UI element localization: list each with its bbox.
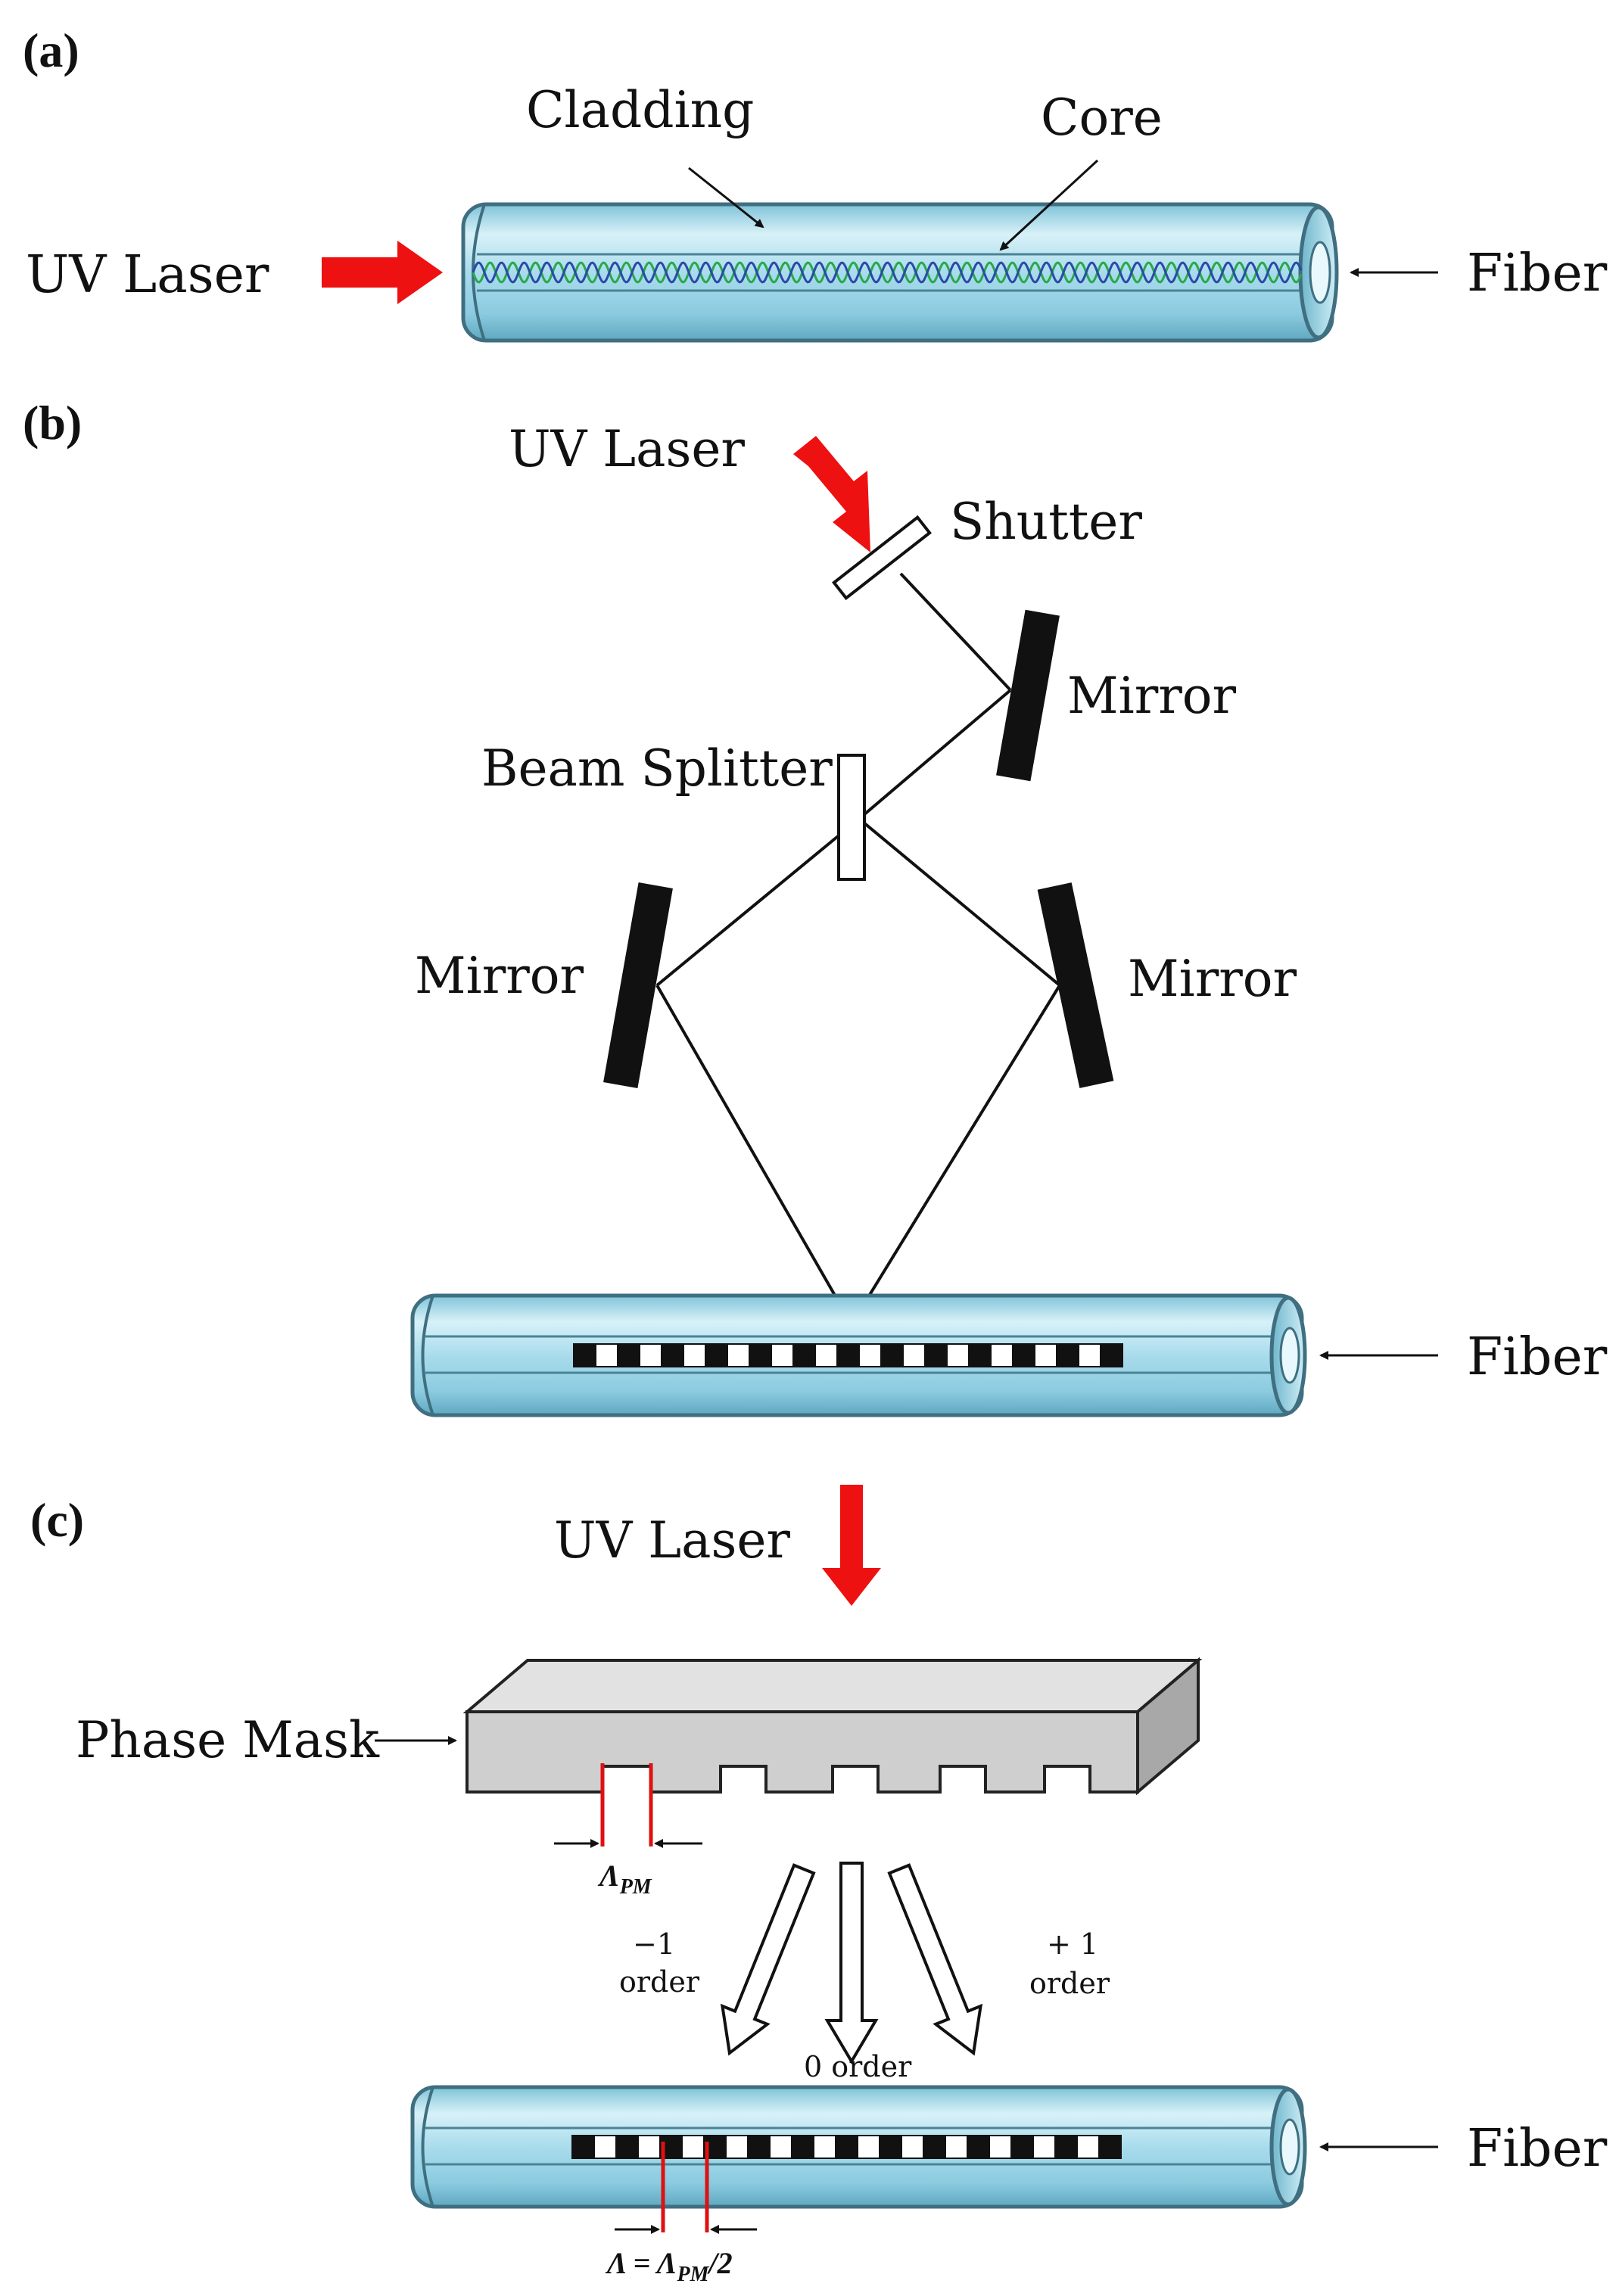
grating-segment	[615, 2135, 639, 2159]
grating-segment	[1078, 1343, 1101, 1367]
grating-segment	[902, 1343, 926, 1367]
panel-c-grating-period-main: Λ = Λ	[605, 2246, 677, 2280]
panel-a-core-label: Core	[1041, 89, 1163, 147]
grating-segment	[989, 2135, 1012, 2159]
panel-a-core-wave-green	[472, 261, 1303, 284]
panel-c-grating	[571, 2135, 1122, 2159]
panel-a-fiber	[461, 202, 1339, 343]
grating-segment	[880, 1343, 904, 1367]
panel-a-laser-arrow	[322, 241, 443, 304]
panel-b-beam-paths	[655, 572, 1061, 1326]
grating-segment	[990, 1343, 1014, 1367]
grating-segment	[1076, 2135, 1100, 2159]
panel-c-grating-period-label: Λ = ΛPM/2	[605, 2246, 733, 2286]
grating-segment	[595, 1343, 618, 1367]
panel-c-grating-period-sub: PM	[676, 2263, 709, 2286]
panel-b-mirror-right	[1037, 882, 1114, 1088]
grating-segment	[858, 1343, 882, 1367]
grating-segment	[617, 1343, 640, 1367]
panel-b-fiber-label: Fiber	[1467, 1327, 1608, 1387]
panel-b-mirror-right-label: Mirror	[1128, 950, 1297, 1008]
grating-segment	[1054, 2135, 1078, 2159]
panel-c-fiber-label: Fiber	[1467, 2119, 1608, 2179]
panel-b-label: (b)	[23, 396, 82, 450]
grating-segment	[857, 2135, 880, 2159]
grating-segment	[1032, 2135, 1056, 2159]
grating-segment	[1010, 2135, 1034, 2159]
grating-segment	[1034, 1343, 1057, 1367]
panel-b-uv-laser-label: UV Laser	[509, 420, 745, 478]
grating-segment	[769, 2135, 792, 2159]
grating-segment	[836, 1343, 860, 1367]
panel-c-laser-arrow	[822, 1485, 881, 1606]
grating-segment	[1100, 1343, 1123, 1367]
grating-segment	[749, 1343, 772, 1367]
panel-b-mirror-left-label: Mirror	[415, 947, 584, 1005]
grating-segment	[727, 1343, 750, 1367]
grating-segment	[967, 2135, 990, 2159]
grating-segment	[946, 1343, 970, 1367]
panel-b-shutter-label: Shutter	[950, 493, 1142, 551]
panel-a-core-wave-blue	[472, 261, 1303, 284]
panel-c-grating-period-tail: /2	[706, 2246, 732, 2280]
grating-segment	[771, 1343, 794, 1367]
panel-c-phase-mask-label: Phase Mask	[76, 1711, 380, 1769]
grating-segment	[1098, 2135, 1122, 2159]
grating-segment	[1056, 1343, 1079, 1367]
grating-segment	[639, 1343, 662, 1367]
panel-c-pm-period-symbol: Λ	[597, 1859, 620, 1893]
panel-c-diffraction-arrows	[720, 1862, 983, 2064]
grating-segment	[725, 2135, 749, 2159]
panel-b-grating	[573, 1343, 1123, 1367]
grating-segment	[813, 2135, 836, 2159]
panel-b-beam-splitter	[837, 754, 866, 881]
panel-c-label: (c)	[30, 1493, 84, 1547]
panel-c-zero-order-label: 0 order	[804, 2050, 912, 2083]
panel-a-cladding-label: Cladding	[526, 81, 754, 139]
panel-c-plus-one-label: + 1	[1047, 1927, 1098, 1961]
grating-segment	[637, 2135, 661, 2159]
panel-c-minus-one-order-label: order	[619, 1965, 700, 1999]
grating-segment	[593, 2135, 617, 2159]
panel-c-pm-period-marker	[554, 1763, 702, 1848]
panel-c-pm-period-label: ΛPM	[597, 1859, 652, 1899]
panel-b-mirror-top-label: Mirror	[1067, 667, 1237, 725]
panel-c-pm-period-sub: PM	[619, 1875, 652, 1899]
panel-a-uv-laser-label: UV Laser	[26, 245, 269, 305]
panel-c-minus-one-label: −1	[633, 1927, 675, 1961]
panel-b-beam-splitter-label: Beam Splitter	[481, 739, 833, 798]
panel-c-uv-laser-label: UV Laser	[554, 1511, 790, 1570]
grating-segment	[571, 2135, 595, 2159]
grating-segment	[814, 1343, 838, 1367]
grating-segment	[661, 1343, 684, 1367]
grating-segment	[924, 1343, 948, 1367]
panel-a-cladding-pointer	[688, 166, 764, 229]
panel-b-shutter	[832, 515, 932, 601]
panel-a-fiber-label: Fiber	[1467, 244, 1608, 303]
panel-c-phase-mask	[462, 1657, 1203, 1796]
panel-b-laser-arrow	[793, 436, 870, 552]
grating-segment	[1012, 1343, 1035, 1367]
grating-segment	[792, 1343, 816, 1367]
panel-a-core-pointer	[999, 159, 1099, 251]
grating-segment	[835, 2135, 858, 2159]
grating-segment	[968, 1343, 992, 1367]
grating-segment	[681, 2135, 705, 2159]
grating-segment	[683, 1343, 706, 1367]
grating-segment	[747, 2135, 771, 2159]
grating-segment	[901, 2135, 924, 2159]
grating-segment	[573, 1343, 596, 1367]
grating-segment	[705, 1343, 728, 1367]
grating-segment	[945, 2135, 968, 2159]
grating-segment	[791, 2135, 814, 2159]
panel-c-plus-one-order-label: order	[1029, 1967, 1110, 2000]
panel-a-label: (a)	[23, 23, 79, 77]
panel-b-mirror-left	[603, 882, 673, 1088]
grating-segment	[879, 2135, 902, 2159]
panel-b-mirror-top	[996, 609, 1060, 782]
panel-c-grating-period-marker	[615, 2142, 757, 2234]
grating-segment	[923, 2135, 946, 2159]
